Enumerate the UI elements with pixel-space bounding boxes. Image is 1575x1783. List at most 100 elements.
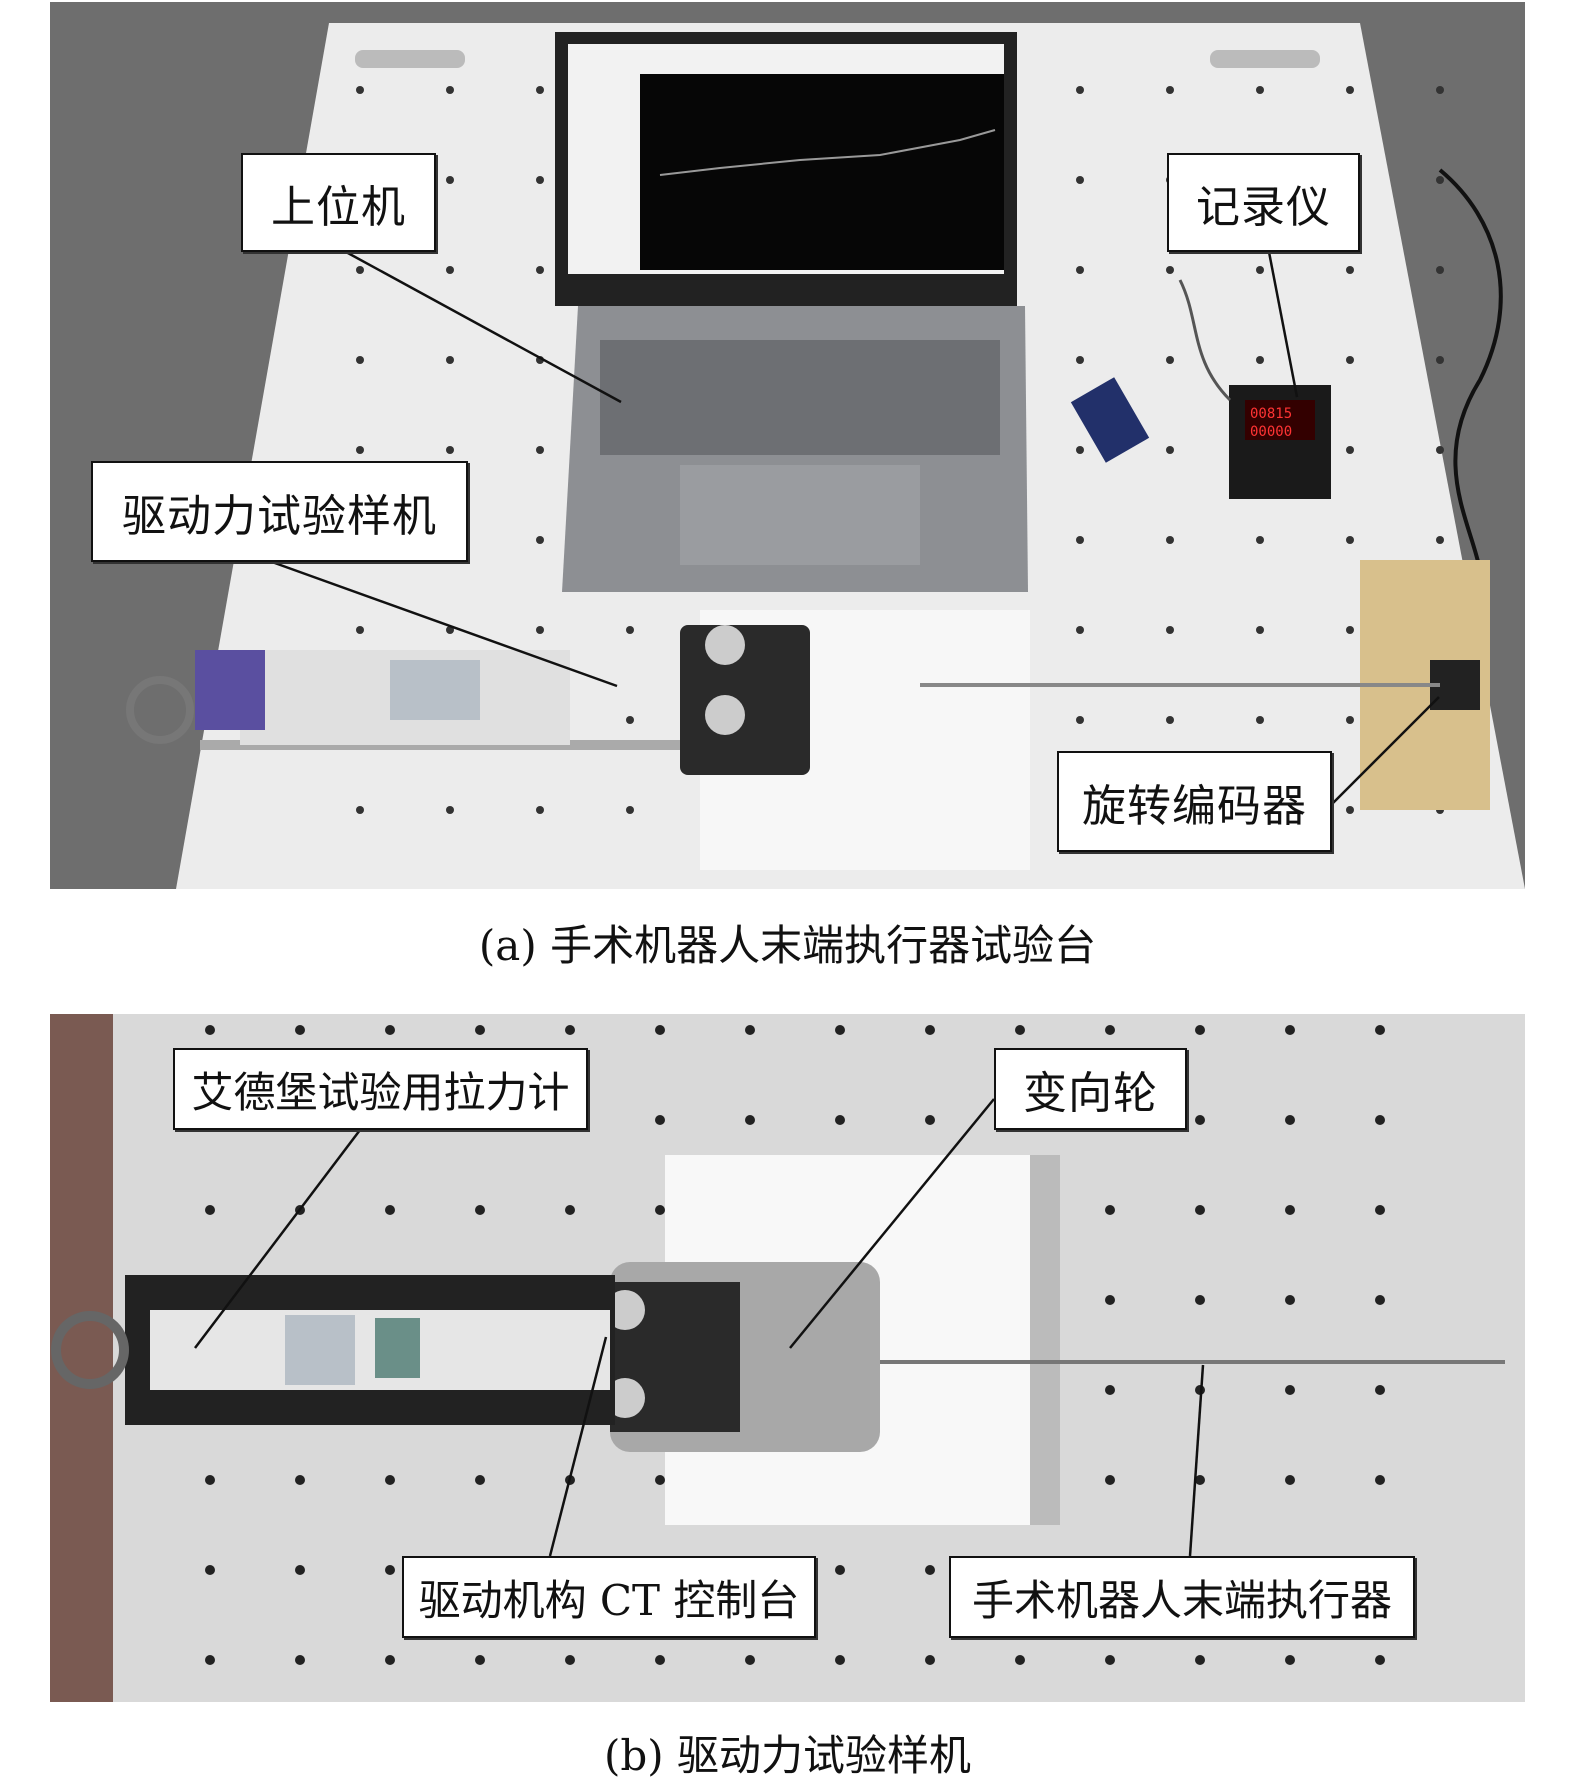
board-hole: [1436, 356, 1444, 364]
board-hole: [356, 446, 364, 454]
board-hole: [655, 1205, 665, 1215]
board-hole: [626, 806, 634, 814]
board-hole: [655, 1655, 665, 1665]
board-hole: [1166, 86, 1174, 94]
board-hole: [385, 1655, 395, 1665]
board-hole: [1346, 86, 1354, 94]
board-hole: [1346, 446, 1354, 454]
board-hole: [1346, 356, 1354, 364]
board-hole: [446, 266, 454, 274]
board-hole: [1015, 1025, 1025, 1035]
board-hole: [205, 1475, 215, 1485]
board-hole: [1195, 1475, 1205, 1485]
board-hole: [1015, 1655, 1025, 1665]
board-hole: [1436, 536, 1444, 544]
label-reversing-wheel: 变向轮: [994, 1048, 1187, 1130]
board-hole: [1076, 716, 1084, 724]
board-hole: [1076, 356, 1084, 364]
board-hole: [1375, 1025, 1385, 1035]
board-hole: [655, 1115, 665, 1125]
board-hole: [1346, 536, 1354, 544]
board-hole: [626, 626, 634, 634]
board-hole: [1375, 1295, 1385, 1305]
board-hole: [1375, 1475, 1385, 1485]
board-hole: [1076, 86, 1084, 94]
board-hole: [205, 1655, 215, 1665]
board-hole: [1166, 536, 1174, 544]
board-hole: [356, 806, 364, 814]
caption-a: (a) 手术机器人末端执行器试验台: [478, 921, 1097, 970]
board-hole: [536, 446, 544, 454]
board-hole: [925, 1565, 935, 1575]
board-hole: [655, 1025, 665, 1035]
board-hole: [835, 1025, 845, 1035]
board-hole: [536, 266, 544, 274]
board-hole: [1105, 1205, 1115, 1215]
board-hole: [1256, 356, 1264, 364]
board-hole: [295, 1655, 305, 1665]
board-hole: [565, 1205, 575, 1215]
board-hole: [536, 86, 544, 94]
board-hole: [536, 806, 544, 814]
board-hole: [1076, 266, 1084, 274]
board-hole: [205, 1565, 215, 1575]
board-hole: [745, 1025, 755, 1035]
board-hole: [295, 1475, 305, 1485]
board-hole: [385, 1475, 395, 1485]
board-handle: [355, 50, 465, 68]
board-hole: [295, 1565, 305, 1575]
board-hole: [1346, 716, 1354, 724]
board-hole: [565, 1655, 575, 1665]
board-hole: [1375, 1385, 1385, 1395]
board-hole: [1105, 1025, 1115, 1035]
board-handle: [1210, 50, 1320, 68]
board-hole: [565, 1025, 575, 1035]
board-hole: [1105, 1655, 1115, 1665]
laptop: [555, 32, 1028, 592]
drive-mechanism: [680, 625, 810, 775]
board-hole: [475, 1475, 485, 1485]
photo-a-test-bench: 00815 00000: [50, 2, 1525, 889]
force-gauge-device: [51, 1275, 615, 1425]
board-hole: [1195, 1205, 1205, 1215]
board-hole: [1436, 86, 1444, 94]
label-ct-console: 驱动机构 CT 控制台: [402, 1556, 816, 1638]
board-hole: [1105, 1295, 1115, 1305]
board-hole: [1166, 716, 1174, 724]
board-hole: [536, 176, 544, 184]
board-hole: [1256, 536, 1264, 544]
board-hole: [385, 1205, 395, 1215]
svg-text:00000: 00000: [1250, 424, 1292, 440]
label-rotary-encoder: 旋转编码器: [1057, 751, 1332, 852]
board-hole: [835, 1655, 845, 1665]
board-hole: [1195, 1115, 1205, 1125]
board-hole: [925, 1025, 935, 1035]
board-hole: [1436, 266, 1444, 274]
recorder-device: 00815 00000: [1070, 168, 1503, 571]
board-hole: [1436, 176, 1444, 184]
board-hole: [835, 1565, 845, 1575]
board-hole: [1346, 806, 1354, 814]
board-hole: [1076, 536, 1084, 544]
board-hole: [446, 176, 454, 184]
board-hole: [446, 356, 454, 364]
board-hole: [925, 1655, 935, 1665]
board-hole: [385, 1565, 395, 1575]
board-hole: [385, 1025, 395, 1035]
board-hole: [536, 536, 544, 544]
board-hole: [1285, 1655, 1295, 1665]
board-hole: [446, 446, 454, 454]
board-hole: [1375, 1655, 1385, 1665]
svg-text:00815: 00815: [1250, 406, 1292, 422]
board-hole: [356, 86, 364, 94]
label-drive-force-prototype: 驱动力试验样机: [91, 461, 468, 562]
label-end-effector: 手术机器人末端执行器: [949, 1556, 1415, 1638]
board-hole: [1195, 1655, 1205, 1665]
board-hole: [475, 1655, 485, 1665]
board-hole: [1166, 446, 1174, 454]
board-hole: [1105, 1385, 1115, 1395]
board-hole: [655, 1475, 665, 1485]
board-hole: [1256, 716, 1264, 724]
label-host-computer: 上位机: [241, 153, 436, 252]
